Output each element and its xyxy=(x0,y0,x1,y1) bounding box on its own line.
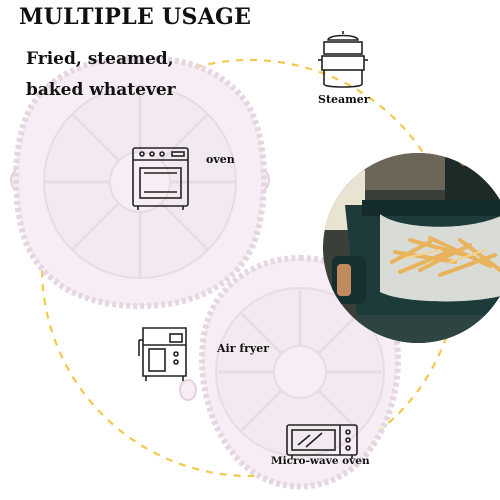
tagline-line-1: Fried, steamed, xyxy=(26,49,174,69)
oven-label: oven xyxy=(206,153,235,166)
steamer-pot-icon xyxy=(318,31,368,88)
steamer-label: Steamer xyxy=(318,93,370,106)
silicone-liner-bottom xyxy=(179,254,401,490)
air-fryer-icon xyxy=(138,327,187,381)
microwave-label: Micro-wave oven xyxy=(271,455,370,467)
microwave-icon xyxy=(286,424,358,459)
air-fryer-label: Air fryer xyxy=(217,342,270,355)
page-title: MULTIPLE USAGE xyxy=(19,4,252,30)
tagline-line-2: baked whatever xyxy=(26,80,176,100)
oven-icon xyxy=(132,147,189,210)
